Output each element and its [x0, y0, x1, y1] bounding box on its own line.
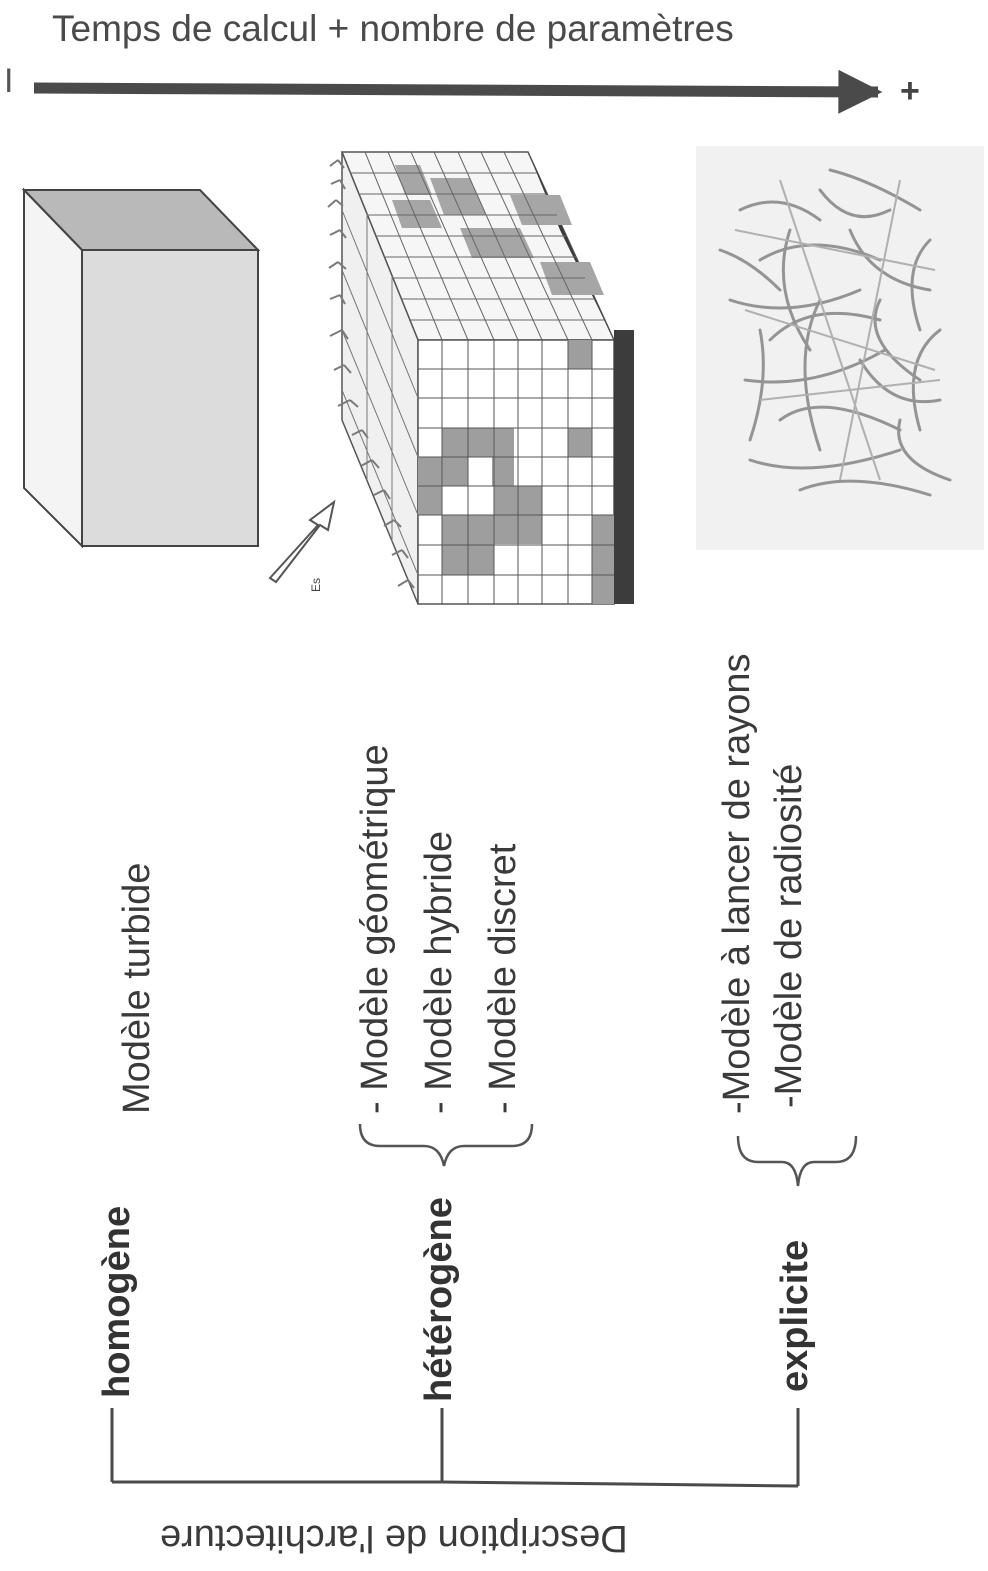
model-ray-tracing: -Modèle à lancer de rayons — [716, 653, 758, 1114]
voxel-grid — [327, 151, 634, 605]
diagram-title: Temps de calcul + nombre de paramètres — [52, 8, 734, 49]
category-explicit: explicite — [774, 1239, 816, 1392]
category-heterogeneous: hétérogène — [418, 1197, 460, 1402]
architecture-bracket — [110, 1408, 800, 1488]
scale-max-label: + — [900, 72, 920, 110]
radiation-arrow — [268, 499, 336, 584]
radiation-arrow-label: Es — [309, 578, 323, 592]
model-hybrid: - Modèle hybride — [418, 830, 460, 1114]
model-geometric: - Modèle géométrique — [354, 744, 396, 1114]
architecture-axis-label: Description de l'architecture — [160, 1517, 628, 1559]
progression-arrow — [33, 69, 883, 114]
model-discrete: - Modèle discret — [482, 843, 524, 1114]
explicit-brace — [736, 1135, 858, 1187]
category-homogeneous: homogène — [96, 1205, 138, 1398]
homogeneous-box — [21, 187, 261, 549]
model-turbid: Modèle turbide — [116, 862, 158, 1114]
heterogeneous-brace — [358, 1123, 534, 1167]
explicit-canopy — [696, 146, 984, 550]
model-radiosity: -Modèle de radiosité — [768, 763, 810, 1108]
scale-min-label: I — [4, 62, 14, 100]
